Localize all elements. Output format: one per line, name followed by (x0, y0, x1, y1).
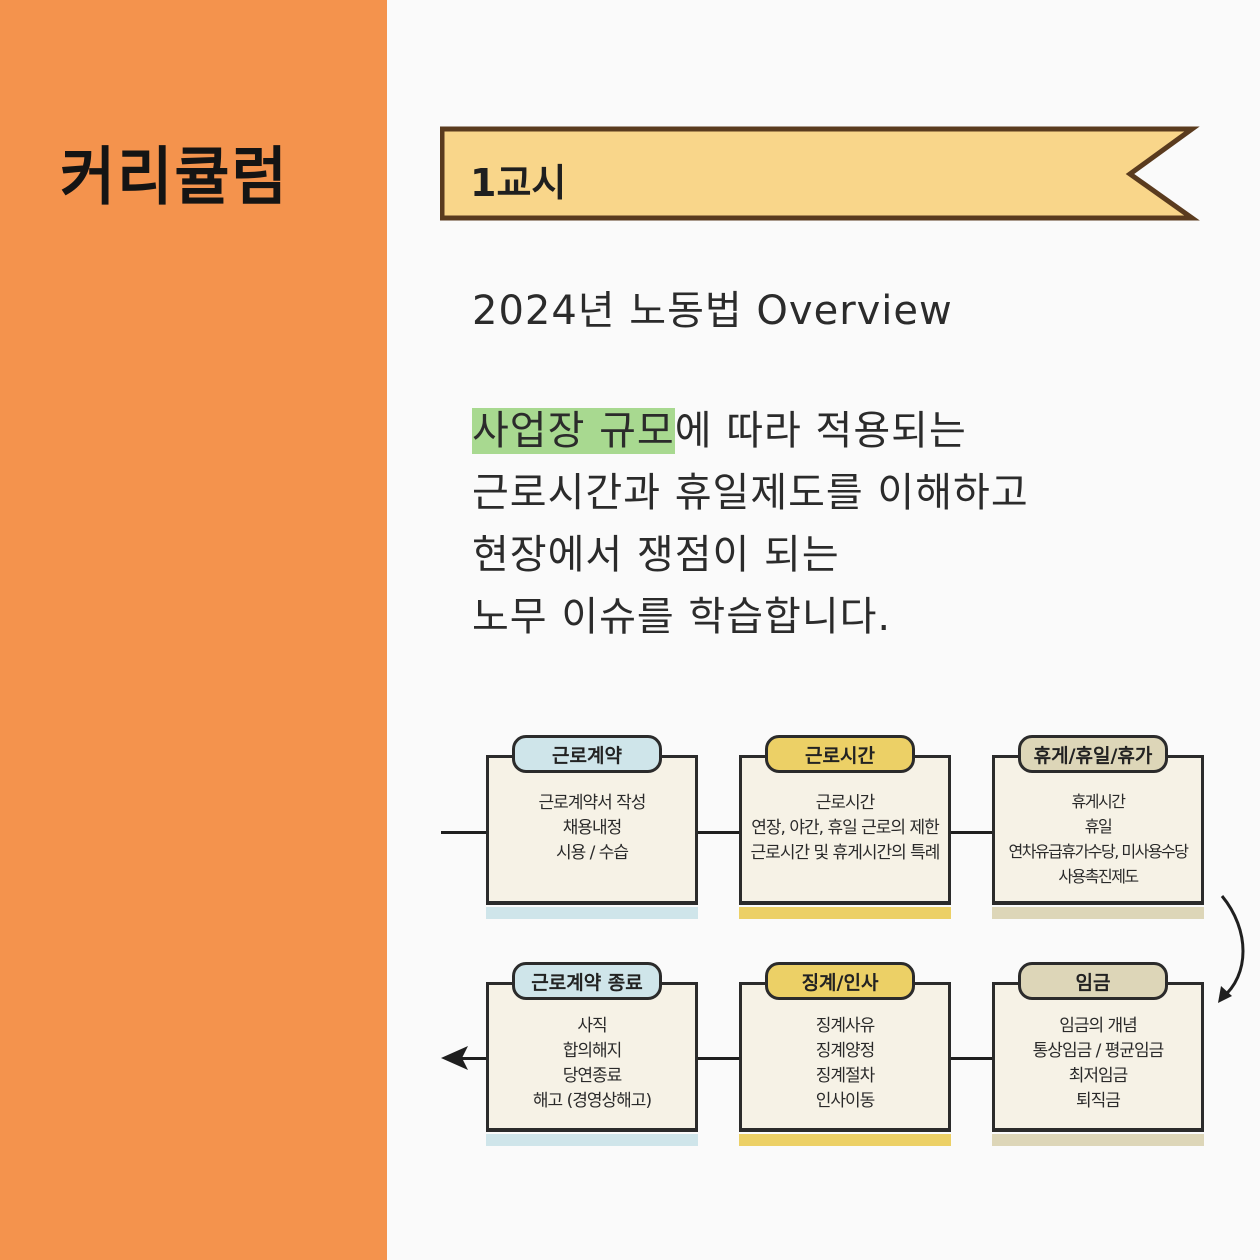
module-item: 징계양정 (815, 1041, 876, 1061)
module-item: 징계절차 (815, 1066, 876, 1086)
module-item: 사직 (577, 1016, 607, 1036)
sidebar: 커리큘럼 (0, 0, 387, 1260)
module-card-1: 근로계약 근로계약서 작성 채용내정 시용 / 수습 (486, 735, 698, 919)
flow-line-2-3 (951, 831, 993, 834)
module-card-6: 임금 임금의 개념 통상임금 / 평균임금 최저임금 퇴직금 (992, 962, 1204, 1146)
lesson-ribbon (440, 126, 1200, 221)
card-color-bar (486, 907, 698, 919)
module-item: 징계사유 (815, 1016, 876, 1036)
module-card-5: 징계/인사 징계사유 징계양정 징계절차 인사이동 (739, 962, 951, 1146)
flow-line-6-5 (951, 1057, 993, 1060)
module-item: 근로계약서 작성 (538, 793, 647, 813)
lesson-label: 1교시 (470, 161, 567, 205)
course-subtitle: 2024년 노동법 Overview (472, 288, 953, 334)
description-line-2: 근로시간과 휴일제도를 이해하고 (472, 470, 1029, 516)
sidebar-title: 커리큘럼 (60, 140, 289, 215)
module-title: 임금 (1018, 962, 1168, 1000)
module-item: 해고 (경영상해고) (532, 1091, 652, 1111)
module-item: 최저임금 (1068, 1066, 1129, 1086)
module-title: 징계/인사 (765, 962, 915, 1000)
description-line-3: 현장에서 쟁점이 되는 (472, 532, 840, 578)
curved-arrow-head-icon (1218, 986, 1232, 1003)
card-color-bar (992, 1134, 1204, 1146)
curved-arrow-icon (1220, 895, 1245, 1000)
card-color-bar (739, 907, 951, 919)
module-item: 연차유급휴가수당, 미사용수당 (1008, 842, 1189, 861)
module-title: 휴게/휴일/휴가 (1018, 735, 1168, 773)
module-title: 근로계약 (512, 735, 662, 773)
module-item: 임금의 개념 (1059, 1016, 1138, 1036)
flow-line-in (441, 831, 487, 834)
module-title: 근로계약 종료 (512, 962, 662, 1000)
module-item: 채용내정 (562, 818, 623, 838)
description-line-4: 노무 이슈를 학습합니다. (472, 594, 892, 640)
course-description: 사업장 규모에 따라 적용되는 근로시간과 휴일제도를 이해하고 현장에서 쟁점… (472, 400, 1172, 648)
module-card-4: 근로계약 종료 사직 합의해지 당연종료 해고 (경영상해고) (486, 962, 698, 1146)
module-card-2: 근로시간 근로시간 연장, 야간, 휴일 근로의 제한 근로시간 및 휴게시간의… (739, 735, 951, 919)
module-item: 휴게시간 (1071, 792, 1126, 811)
module-item: 사용촉진제도 (1058, 867, 1139, 886)
module-title: 근로시간 (765, 735, 915, 773)
flow-line-1-2 (698, 831, 740, 834)
card-color-bar (486, 1134, 698, 1146)
module-item: 인사이동 (815, 1091, 876, 1111)
module-item: 휴일 (1084, 817, 1113, 836)
module-item: 연장, 야간, 휴일 근로의 제한 (751, 818, 939, 838)
card-color-bar (739, 1134, 951, 1146)
card-color-bar (992, 907, 1204, 919)
module-item: 합의해지 (562, 1041, 623, 1061)
flow-line-5-4 (698, 1057, 740, 1060)
module-item: 통상임금 / 평균임금 (1032, 1041, 1165, 1061)
flow-line-out (462, 1057, 487, 1060)
module-item: 시용 / 수습 (555, 843, 629, 863)
module-item: 퇴직금 (1076, 1091, 1121, 1111)
module-item: 당연종료 (562, 1066, 623, 1086)
module-card-3: 휴게/휴일/휴가 휴게시간 휴일 연차유급휴가수당, 미사용수당 사용촉진제도 (992, 735, 1204, 919)
module-item: 근로시간 및 휴게시간의 특례 (750, 843, 941, 863)
highlight-text: 사업장 규모 (472, 408, 675, 454)
description-line-1: 에 따라 적용되는 (674, 408, 967, 454)
module-item: 근로시간 (815, 793, 876, 813)
